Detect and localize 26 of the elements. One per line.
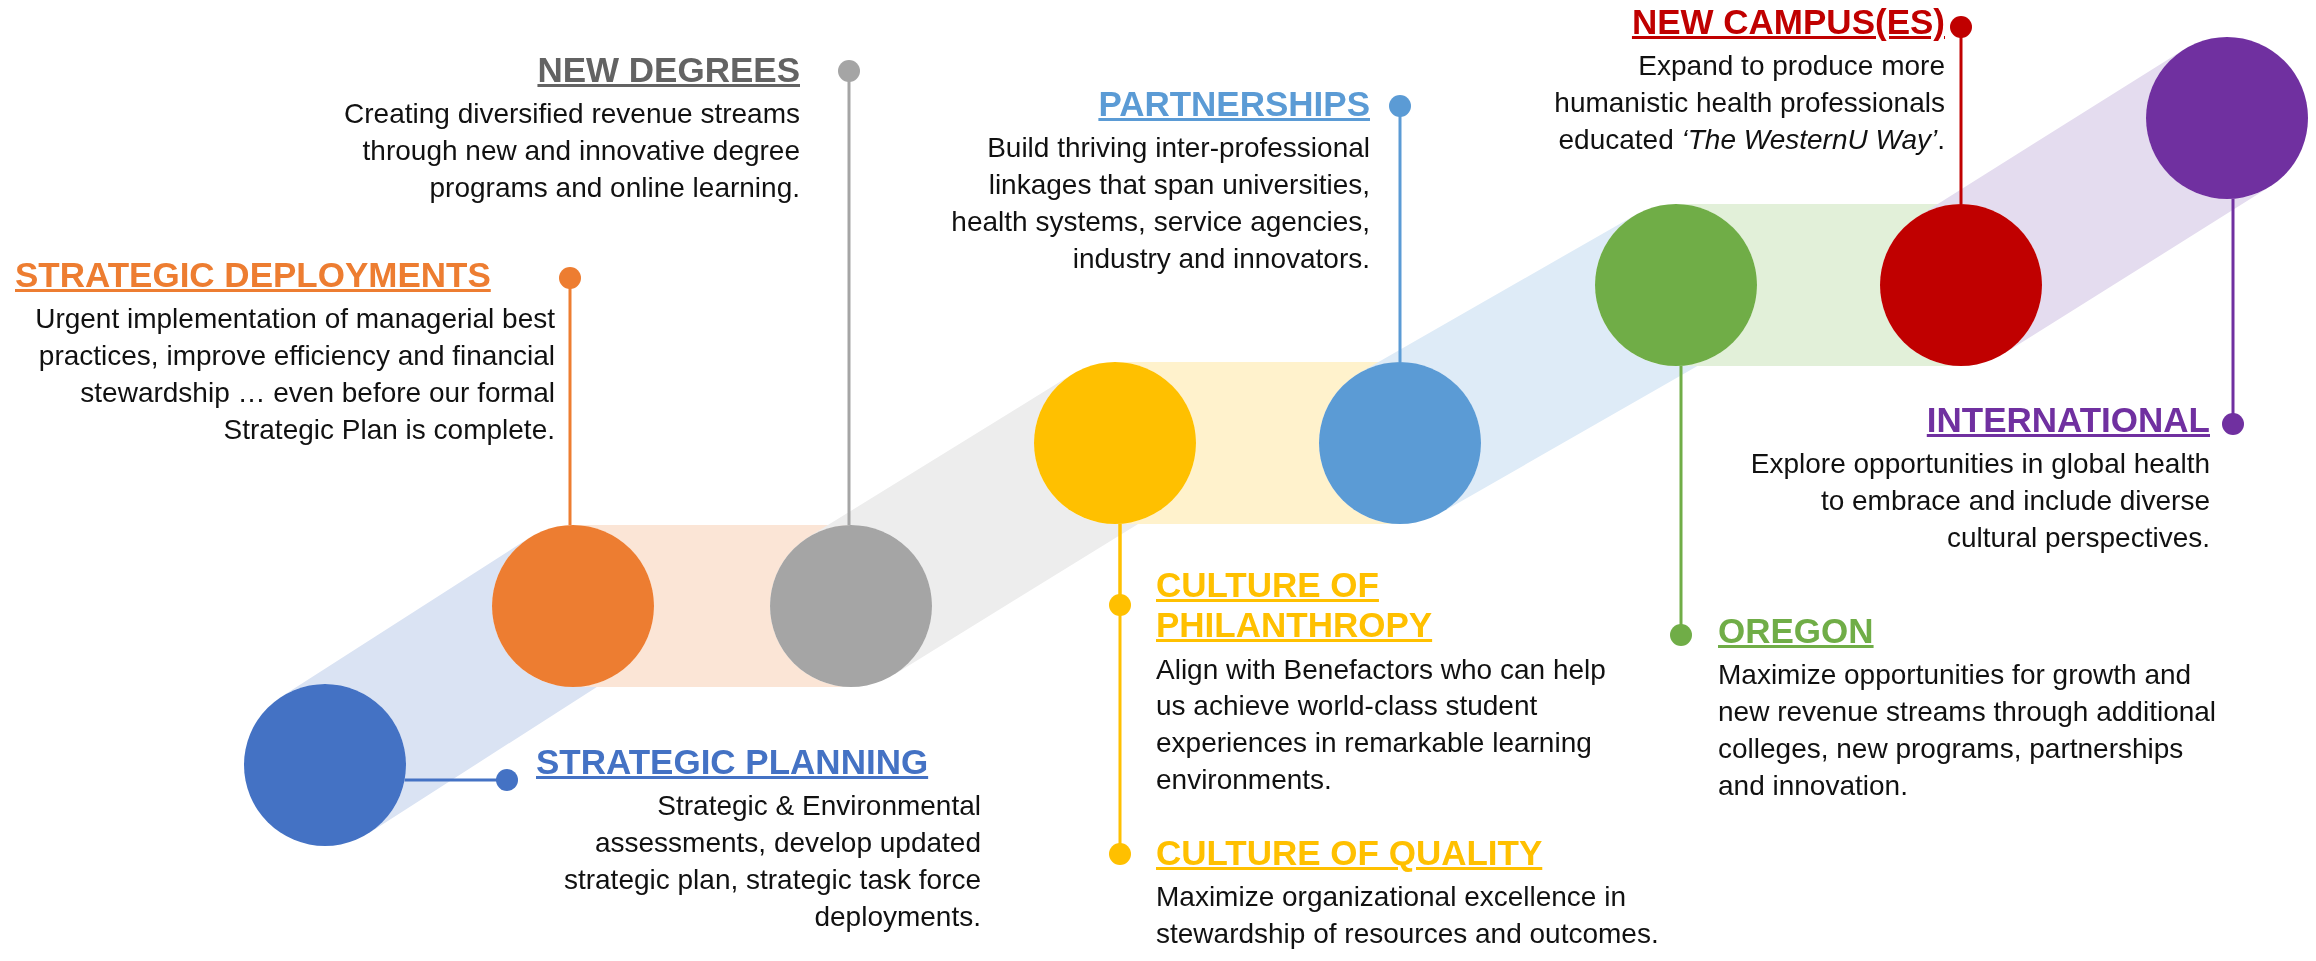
leader-line xyxy=(404,769,518,791)
milestone-description: Explore opportunities in global health to embrace and include diverse cultural perspectives. xyxy=(1749,447,2210,556)
milestone-description: Strategic & Environmental assessments, develop updated strategic plan, strategic task force deployments. xyxy=(562,789,981,935)
leader-line xyxy=(2222,198,2244,435)
milestone-heading: INTERNATIONAL xyxy=(1925,400,2210,441)
leader-line xyxy=(559,267,581,526)
milestone-heading: CULTURE OF QUALITY xyxy=(1156,833,1544,874)
leader-line xyxy=(1950,16,1972,204)
milestone-description: Creating diversified revenue streams through new and innovative degree programs and online learning. xyxy=(343,97,800,206)
milestone-description: Maximize organizational excellence in stewardship of resources and outcomes. xyxy=(1156,880,1660,952)
milestone-heading: STRATEGIC DEPLOYMENTS xyxy=(15,255,492,296)
milestone-heading: STRATEGIC PLANNING xyxy=(536,742,930,783)
milestone-heading: PARTNERSHIPS xyxy=(1097,84,1370,125)
milestone-heading: CULTURE OF PHILANTHROPY xyxy=(1156,565,1434,646)
milestone-heading: OREGON xyxy=(1718,611,1875,652)
milestone-description: Align with Benefactors who can help us achieve world-class student experiences in remarkable learning environments. xyxy=(1156,652,1607,798)
milestone-description: Build thriving inter-professional linkages that span universities, health systems, service agencies, industry and innovators. xyxy=(950,131,1370,277)
leader-line xyxy=(1389,95,1411,362)
milestone-heading: NEW DEGREES xyxy=(536,50,800,91)
milestone-description: Expand to produce more humanistic health professionals educated ‘The WesternU Way’. xyxy=(1553,49,1945,158)
milestone-description: Urgent implementation of managerial best practices, improve efficiency and financial stewardship … even before our formal Strategic Plan is complete. xyxy=(34,302,555,448)
milestone-description: Maximize opportunities for growth and new revenue streams through additional colleges, new programs, partnerships and innovation. xyxy=(1718,658,2218,804)
leader-line xyxy=(1670,365,1692,646)
leader-line xyxy=(838,60,860,525)
leader-line xyxy=(1109,523,1131,865)
milestone-heading: NEW CAMPUS(ES) xyxy=(1630,2,1945,43)
